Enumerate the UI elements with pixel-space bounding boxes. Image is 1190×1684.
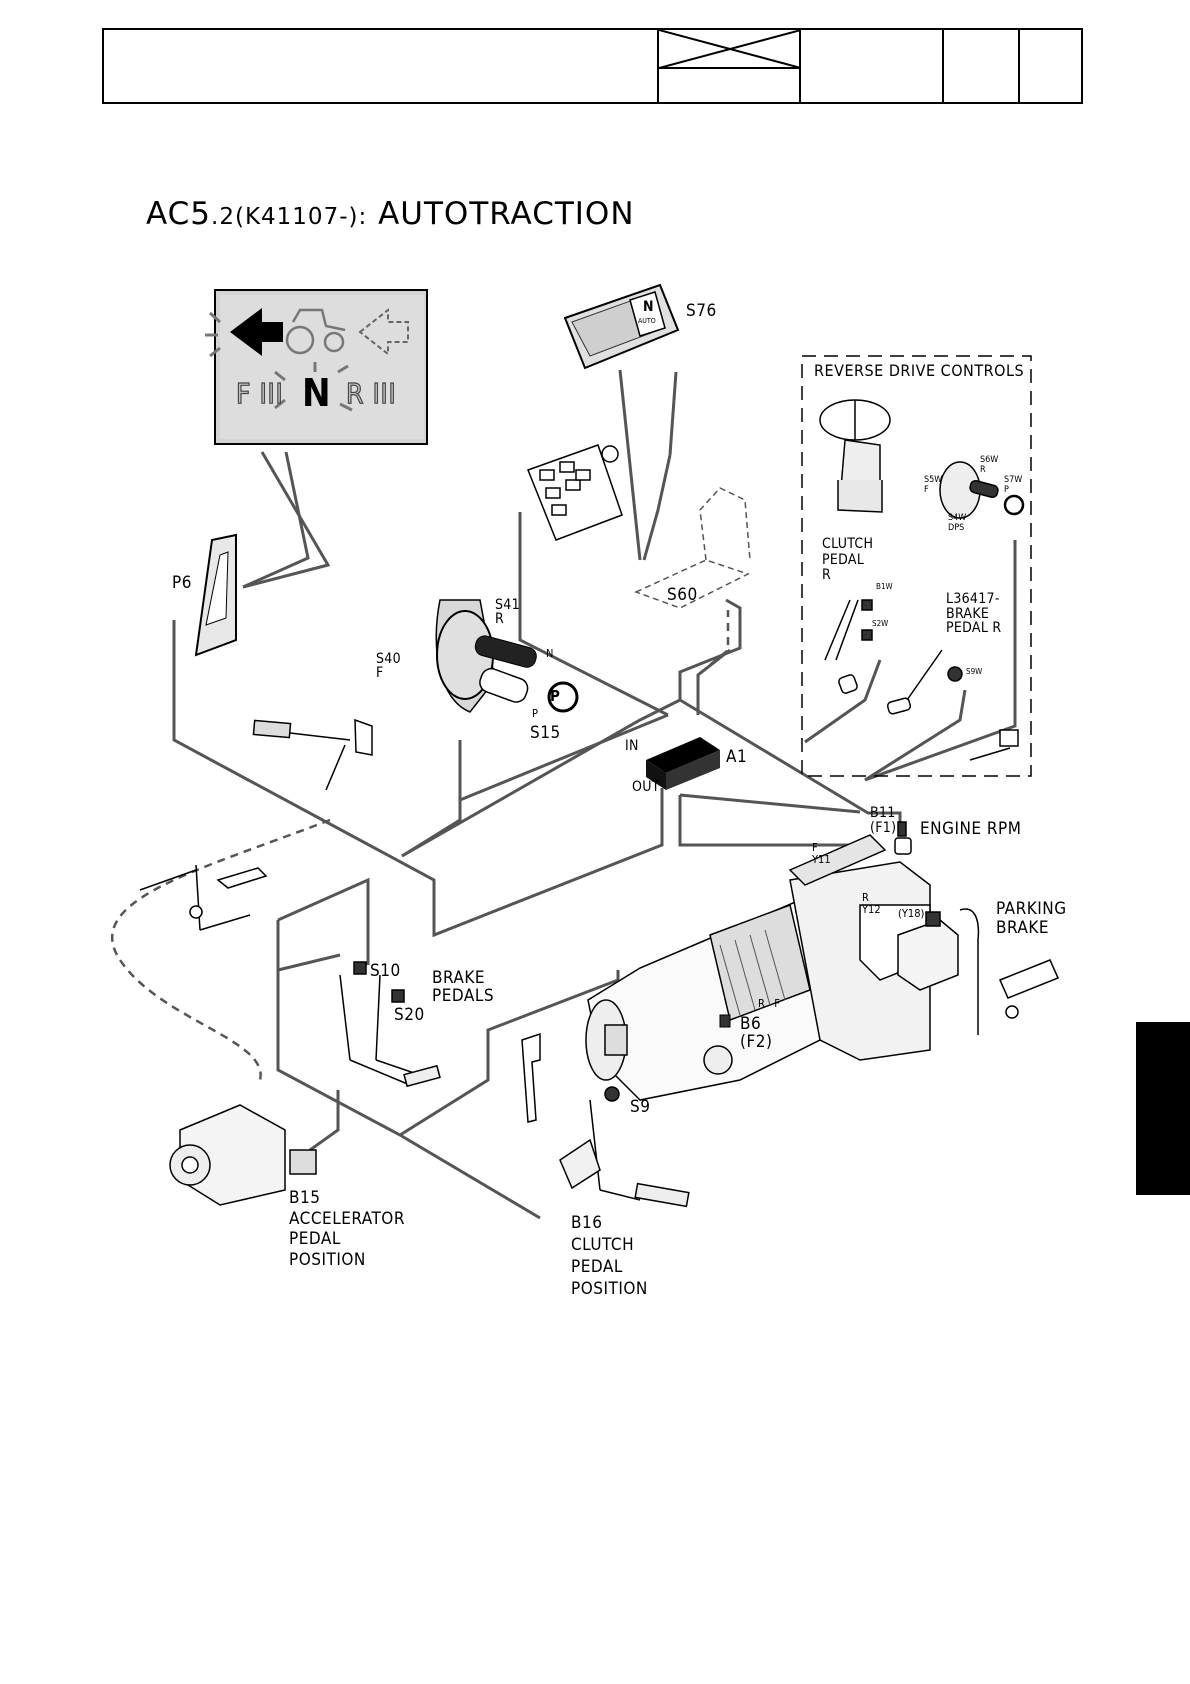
parking-p-icon [547, 681, 579, 713]
label-s9w: S9W [966, 667, 983, 676]
label-s5w: S5W F [924, 475, 943, 495]
label-l36417: L36417- BRAKE PEDAL R [946, 591, 1002, 637]
cross-mark-icon [659, 30, 801, 69]
bracket-icon [521, 1032, 541, 1123]
brake-pedals-icon [339, 961, 441, 1088]
control-console-icon [527, 444, 623, 541]
label-s10: S10 [370, 961, 401, 981]
header-cell-crossed [657, 30, 801, 102]
wiring-harness [172, 369, 1017, 1220]
label-reverse-drive: REVERSE DRIVE CONTROLS [814, 361, 1025, 380]
label-y18: (Y18) [898, 907, 925, 920]
header-cell-5 [1018, 30, 1020, 102]
label-s15: S15 [530, 723, 561, 743]
label-r-f: R F [758, 997, 780, 1010]
page-title: AC5.2(K41107-): AUTOTRACTION [146, 196, 635, 232]
dashed-harness [111, 610, 730, 1081]
label-b16: B16 CLUTCH PEDAL POSITION [571, 1213, 648, 1300]
label-s41: S41 R [495, 597, 520, 627]
reverse-clutch-pedal-icon [824, 599, 873, 694]
label-b15: B15 ACCELERATOR PEDAL POSITION [289, 1188, 405, 1271]
y18-valve-icon [897, 908, 980, 1035]
hand-throttle-icon [252, 718, 373, 791]
transmission-assembly-icon [585, 834, 931, 1101]
label-r-y12: R Y12 [862, 891, 881, 917]
label-parking-p: P [550, 687, 561, 705]
label-in: IN [625, 738, 639, 754]
label-s4w: S4W DPS [948, 513, 967, 533]
s76-button-sub: AUTO [638, 317, 656, 325]
display-f-label: F III [235, 377, 284, 410]
engine-rpm-sensor-icon [894, 821, 912, 855]
label-a1: A1 [726, 747, 748, 767]
display-r-label: R III [345, 377, 397, 410]
label-brake-pedals: BRAKE PEDALS [432, 968, 495, 1006]
label-out: OUT [632, 779, 660, 795]
title-rest: AUTOTRACTION [367, 196, 635, 232]
shuttle-lever-icon [435, 599, 537, 713]
label-p: P [532, 707, 538, 720]
header-box [102, 28, 1083, 104]
display-n-label: N [302, 371, 332, 415]
accelerator-linkage-icon [139, 864, 268, 931]
header-cell-4 [942, 30, 944, 102]
reverse-steering-wheel-icon [819, 399, 891, 513]
label-b11: B11 (F1) [870, 805, 897, 836]
parking-brake-switch-icon [998, 959, 1060, 1019]
label-f-y11: F Y11 [812, 841, 831, 867]
p6-pedal-icon [194, 533, 237, 657]
label-b6: B6 (F2) [740, 1014, 773, 1052]
title-sub: .2(K41107-): [211, 204, 368, 230]
label-n: N [546, 647, 554, 660]
label-s40: S40 F [376, 651, 401, 681]
injection-pump-icon [169, 1104, 317, 1206]
parking-brake-sensor-rev-icon [969, 729, 1019, 761]
label-s9: S9 [630, 1097, 651, 1117]
label-s2w: S2W [872, 619, 889, 628]
label-s60: S60 [667, 585, 698, 605]
title-main: AC5 [146, 196, 212, 232]
clutch-pedal-icon [559, 1086, 690, 1208]
reverse-lever-icon [939, 461, 1025, 519]
label-s20: S20 [394, 1005, 425, 1025]
label-parking-brake: PARKING BRAKE [996, 899, 1067, 939]
b6-sensor-icon [719, 1014, 731, 1028]
display-panel [205, 289, 428, 445]
tractor-icon [285, 308, 346, 355]
s76-switch-icon [563, 283, 680, 370]
flash-rays-icon [205, 311, 353, 412]
section-tab [1136, 1022, 1190, 1195]
label-p6: P6 [172, 573, 192, 593]
reverse-brake-pedal-icon [886, 649, 963, 715]
label-b1w: B1W [876, 582, 893, 591]
forward-arrow-icon [230, 308, 283, 356]
s76-button-text: N [643, 299, 655, 315]
reverse-drive-box [801, 355, 1032, 777]
label-s6w: S6W R [980, 455, 999, 475]
header-cell-3 [799, 30, 801, 102]
seat-icon [634, 487, 751, 609]
label-clutch-pedal-r: CLUTCH PEDAL R [822, 536, 874, 584]
label-s76: S76 [686, 301, 717, 321]
a1-control-unit-icon [646, 737, 720, 790]
label-s7w: S7W P [1004, 475, 1023, 495]
label-engine-rpm: ENGINE RPM [920, 819, 1022, 839]
